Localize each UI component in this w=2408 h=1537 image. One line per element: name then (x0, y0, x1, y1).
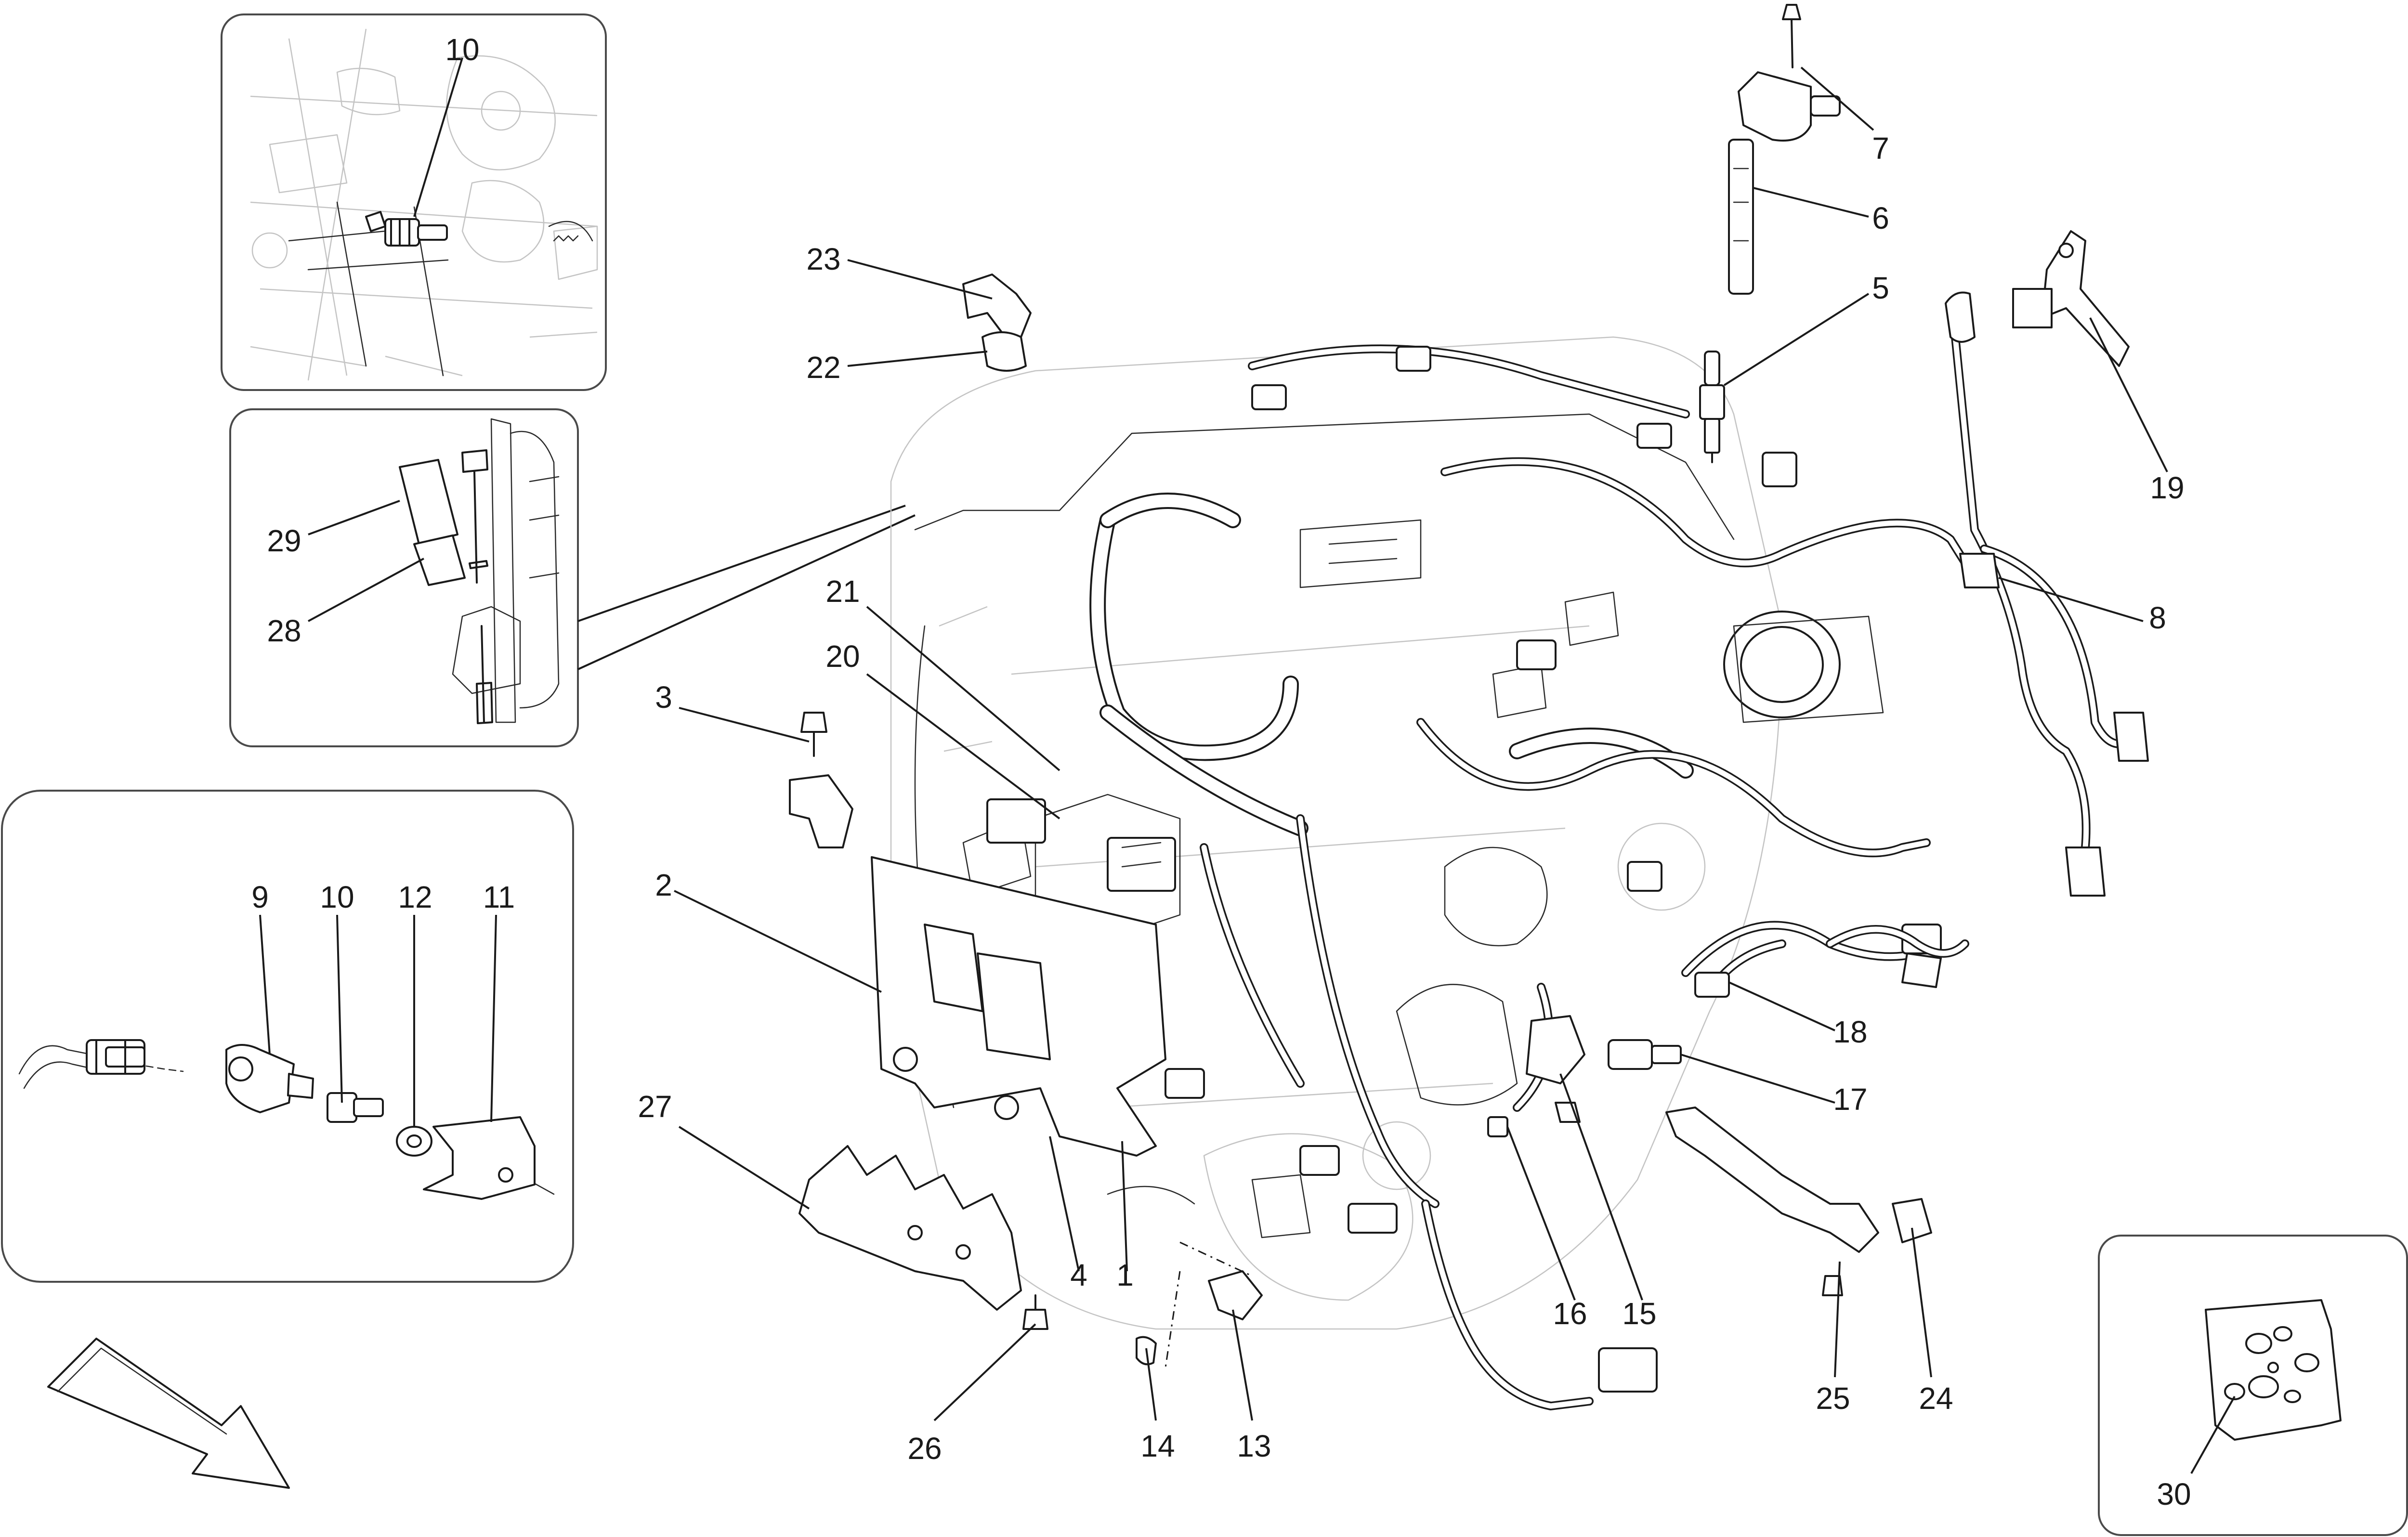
spark-plug-5 (1699, 351, 1725, 463)
callout-2: 2 (655, 868, 672, 902)
inset-panel-kit-30 (2098, 1235, 2408, 1536)
sensor-13 (1165, 1241, 1263, 1368)
bolt-7 (1782, 4, 1801, 68)
bolt-3 (800, 712, 827, 757)
engine-assembly (890, 291, 2149, 1410)
callout-12: 12 (398, 880, 432, 914)
callout-8: 8 (2149, 600, 2166, 635)
kit-30-inset-part (2205, 1299, 2342, 1441)
callout-5: 5 (1872, 271, 1889, 305)
sensor-17 (1608, 1039, 1682, 1070)
callout-leaders (259, 57, 2236, 1474)
callout-16: 16 (1553, 1296, 1587, 1331)
callout-22: 22 (806, 350, 840, 385)
bracket-19 (2012, 230, 2130, 367)
ignition-coil-6 (1728, 71, 1841, 295)
inset-panel-sensor-9 (1, 790, 574, 1283)
connector-inset-part (86, 1039, 145, 1075)
harness-18 (1694, 939, 1786, 998)
direction-arrow-icon (47, 1338, 290, 1489)
callout-28: 28 (267, 613, 301, 648)
coolant-hoses (1089, 493, 1694, 836)
callout-24: 24 (1919, 1381, 1953, 1416)
callout-21: 21 (825, 574, 860, 609)
sensor-29-inset-part (399, 449, 493, 724)
callout-30: 30 (2157, 1477, 2191, 1511)
sensor-15 (1526, 1015, 1585, 1123)
callout-18: 18 (1833, 1015, 1867, 1049)
callout-20: 20 (825, 639, 860, 674)
callout-15: 15 (1622, 1296, 1656, 1331)
callout-1: 1 (1116, 1258, 1134, 1292)
sensor-9-inset-part (225, 1044, 314, 1113)
sensor-harness-right (1826, 291, 2149, 988)
callout-29: 29 (267, 523, 301, 558)
callout-9: 9 (251, 880, 269, 914)
bolt-16 (1487, 1116, 1508, 1137)
callout-27: 27 (638, 1089, 672, 1124)
inset-panel-sensor-10 (221, 13, 607, 391)
bracket-22-23 (962, 274, 1032, 372)
callout-25: 25 (1816, 1381, 1850, 1416)
callout-13: 13 (1237, 1429, 1271, 1463)
callout-3: 3 (655, 680, 672, 715)
sensor-10-inset-part (365, 211, 448, 247)
callout-10-inset: 10 (320, 880, 354, 914)
callout-19: 19 (2150, 470, 2184, 505)
bracket-11-inset-part (423, 1116, 536, 1200)
callout-26: 26 (907, 1431, 942, 1466)
wiring-harness (1200, 344, 1979, 1410)
callout-6: 6 (1872, 201, 1889, 235)
callout-10-top: 10 (445, 32, 479, 67)
callout-labels: 10 29 28 3 2 9 10 12 11 27 23 22 21 20 7… (251, 32, 2191, 1511)
screw-26 (1022, 1294, 1048, 1330)
inset-panel-sensor-29 (229, 408, 916, 747)
bolt-10-inset-part (327, 1092, 384, 1123)
washer-12-inset-part (396, 1126, 432, 1157)
ecu-bracket-2 (789, 774, 1166, 1157)
callout-11: 11 (483, 880, 515, 914)
bracket-25-24 (1665, 1107, 1932, 1296)
callout-7: 7 (1872, 131, 1889, 166)
harness-connectors (986, 346, 1942, 1393)
heat-shield-27 (798, 1145, 1022, 1311)
callout-17: 17 (1833, 1082, 1867, 1117)
callout-14: 14 (1140, 1429, 1175, 1463)
throttle-body (1723, 611, 1884, 723)
callout-23: 23 (806, 242, 840, 276)
callout-4: 4 (1070, 1258, 1087, 1292)
